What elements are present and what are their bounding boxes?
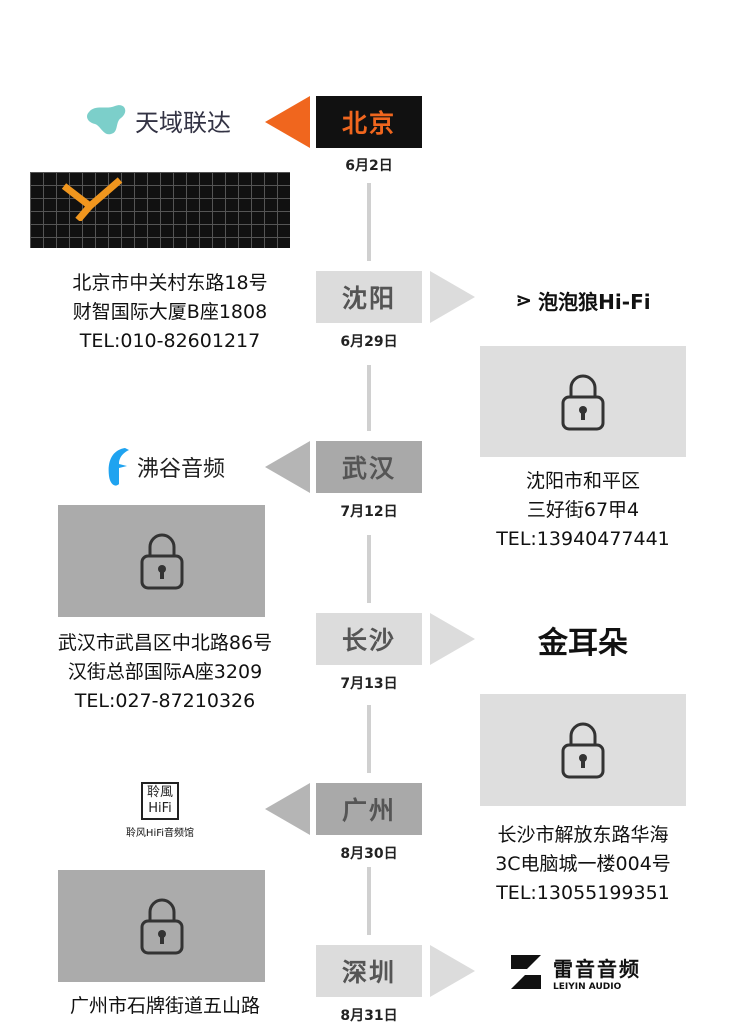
brand-logo-jinerduo: 金耳朵	[480, 618, 686, 662]
lock-icon	[561, 722, 605, 779]
arrow-right-icon	[430, 613, 475, 665]
arrow-right-icon	[430, 271, 475, 323]
address-changsha: 长沙市解放东路华海 3C电脑城一楼004号 TEL:13055199351	[440, 821, 726, 908]
locked-image	[480, 694, 686, 806]
brand-name: 雷音音频	[553, 956, 641, 981]
address-phone: TEL:027-87210326	[74, 690, 256, 712]
date-beijing: 6月2日	[345, 158, 393, 174]
address-shenyang: 沈阳市和平区 三好街67甲4 TEL:13940477441	[440, 467, 726, 554]
date-wuhan: 7月12日	[340, 504, 398, 520]
lock-icon	[140, 898, 183, 955]
date-shenyang: 6月29日	[340, 334, 398, 350]
brand-logo-lingfeng: 聆風 HiFi 聆风HiFi音频馆	[100, 782, 220, 839]
arrow-left-icon	[265, 441, 310, 493]
arrow-left-icon	[265, 783, 310, 835]
feigu-logo-icon	[108, 448, 129, 486]
brand-subtitle: LEIYIN AUDIO	[553, 981, 622, 992]
brand-logo-leiyin: 雷音音频 LEIYIN AUDIO	[496, 945, 656, 999]
brand-name: 天域联达	[135, 108, 231, 137]
city-guangzhou: 广州	[316, 783, 422, 835]
address-line: 3C电脑城一楼004号	[495, 853, 671, 875]
address-line: 北京市中关村东路18号	[72, 272, 268, 294]
address-phone: TEL:13940477441	[496, 528, 670, 550]
address-wuhan: 武汉市武昌区中北路86号 汉街总部国际A座3209 TEL:027-872103…	[10, 629, 320, 716]
brand-name: 沸谷音频	[136, 457, 225, 482]
lingfeng-seal-icon: 聆風 HiFi	[140, 782, 179, 820]
date-guangzhou: 8月30日	[340, 846, 398, 862]
address-line: 长沙市解放东路华海	[497, 824, 669, 846]
tianyu-logo-icon	[87, 105, 126, 135]
address-phone: TEL:13055199351	[496, 882, 670, 904]
timeline-line	[367, 365, 371, 431]
brand-name: 聆风HiFi音频馆	[125, 828, 195, 839]
address-line: 三好街67甲4	[526, 499, 640, 521]
locked-image	[480, 346, 686, 457]
address-line: 汉街总部国际A座3209	[67, 661, 263, 683]
timeline-line	[367, 867, 371, 935]
address-line: 沈阳市和平区	[525, 470, 640, 492]
seal-text: 聆風	[146, 785, 173, 800]
city-changsha: 长沙	[316, 613, 422, 665]
y-logo-icon	[61, 177, 123, 221]
city-beijing: 北京	[316, 96, 422, 148]
address-line: 广州市石牌街道五山路	[69, 995, 260, 1017]
brand-logo-tianyu: 天域联达	[78, 98, 238, 142]
brand-name: 泡泡狼Hi-Fi	[538, 289, 651, 314]
address-phone: TEL:010-82601217	[79, 330, 261, 352]
address-beijing: 北京市中关村东路18号 财智国际大厦B座1808 TEL:010-8260121…	[20, 269, 320, 356]
store-photo	[30, 172, 290, 248]
address-line: 财智国际大厦B座1808	[72, 301, 268, 323]
locked-image	[58, 870, 265, 982]
timeline-line	[367, 183, 371, 261]
arrow-left-icon	[265, 96, 310, 148]
brand-name: 金耳朵	[538, 626, 628, 661]
brand-logo-feigu: 沸谷音频	[90, 444, 240, 490]
lock-icon	[561, 374, 605, 430]
city-shenzhen: 深圳	[316, 945, 422, 997]
brand-logo-paopaolang: ⋗泡泡狼Hi-Fi	[480, 280, 686, 320]
city-wuhan: 武汉	[316, 441, 422, 493]
city-shenyang: 沈阳	[316, 271, 422, 323]
lock-icon	[140, 533, 183, 590]
date-changsha: 7月13日	[340, 676, 398, 692]
timeline-line	[367, 705, 371, 773]
seal-text: HiFi	[148, 801, 172, 816]
timeline-line	[367, 535, 371, 603]
arrow-right-icon	[430, 945, 475, 997]
leiyin-logo-icon	[511, 955, 541, 989]
address-guangzhou: 广州市石牌街道五山路	[10, 992, 320, 1021]
address-line: 武汉市武昌区中北路86号	[57, 632, 273, 654]
locked-image	[58, 505, 265, 617]
date-shenzhen: 8月31日	[340, 1008, 398, 1024]
